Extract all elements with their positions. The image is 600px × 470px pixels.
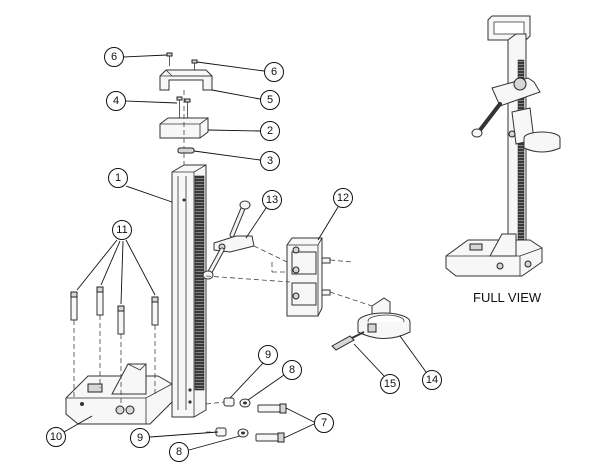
callout-9-upper: 9	[229, 345, 278, 399]
callout-13: 13	[245, 190, 282, 239]
callout-11: 11	[76, 220, 156, 305]
part-guide-pins	[70, 286, 159, 335]
callout-15-label: 15	[384, 378, 396, 390]
callout-2: 2	[207, 121, 280, 141]
callout-3-label: 3	[267, 155, 273, 167]
callout-5-label: 5	[267, 94, 273, 106]
part-knob	[331, 331, 365, 351]
callout-9-lower: 9	[130, 428, 219, 448]
callout-6-right-label: 6	[271, 66, 277, 78]
part-feed-lever	[202, 200, 255, 280]
callout-14-label: 14	[426, 374, 438, 386]
callout-5: 5	[211, 89, 280, 110]
callout-8-upper-label: 8	[289, 364, 295, 376]
part-bolts-lower	[215, 427, 285, 443]
callout-8-lower: 8	[169, 435, 241, 462]
part-long-screws	[176, 96, 191, 121]
callout-6-left-label: 6	[111, 51, 117, 63]
callout-8-lower-label: 8	[176, 446, 182, 458]
full-view-assembly	[445, 15, 561, 277]
callout-3: 3	[193, 150, 280, 171]
callout-13-label: 13	[266, 194, 278, 206]
part-base	[65, 363, 173, 425]
part-column	[171, 164, 207, 418]
callout-12-label: 12	[337, 192, 349, 204]
callout-4: 4	[106, 91, 178, 111]
callout-7: 7	[283, 407, 334, 439]
callout-11-label: 11	[116, 224, 127, 236]
part-handle	[159, 69, 213, 91]
part-pin	[177, 147, 195, 154]
callout-1-label: 1	[115, 172, 121, 184]
callout-15: 15	[353, 343, 400, 394]
callout-8-upper: 8	[247, 360, 302, 401]
callout-6-right: 6	[196, 61, 284, 82]
callout-10-label: 10	[50, 431, 62, 443]
part-clamp-collar	[357, 297, 411, 339]
callout-1: 1	[108, 168, 173, 203]
callout-10: 10	[46, 415, 93, 447]
assembly-lines	[73, 90, 373, 433]
callout-9-upper-label: 9	[265, 349, 271, 361]
callout-12: 12	[317, 188, 353, 241]
part-bolts-upper	[223, 397, 287, 414]
full-view-label: FULL VIEW	[473, 290, 542, 305]
callout-4-label: 4	[113, 95, 119, 107]
callout-9-lower-label: 9	[137, 432, 143, 444]
part-carriage	[286, 237, 331, 317]
part-top-plate	[159, 117, 209, 139]
callout-2-label: 2	[267, 125, 273, 137]
callout-7-label: 7	[321, 417, 327, 429]
callout-6-left: 6	[104, 47, 168, 67]
callout-14: 14	[399, 335, 442, 390]
